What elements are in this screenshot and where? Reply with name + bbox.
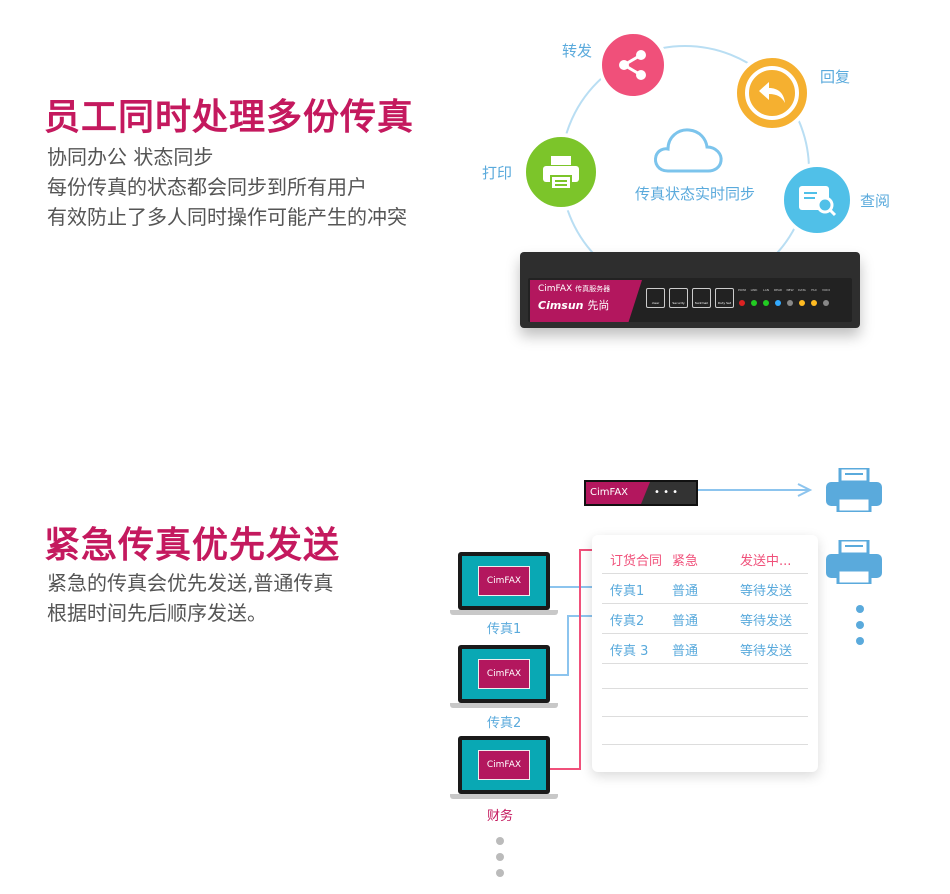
queue-row[interactable]: 传真2 普通 等待发送 [602, 604, 808, 634]
device-brand-panel: CimFAX 传真服务器 Cimsun 先尚 [530, 280, 642, 322]
more-dot [856, 605, 864, 613]
more-dot [856, 637, 864, 645]
laptop-label: 传真2 [487, 716, 522, 731]
queue-row[interactable]: 传真1 普通 等待发送 [602, 574, 808, 604]
more-dot [496, 837, 504, 845]
queue-name: 传真 3 [610, 644, 649, 659]
view-icon [780, 163, 854, 237]
fax-machine-icon [826, 468, 882, 512]
laptop-screen-logo: CimFAX [477, 659, 531, 689]
fax-server-device: CimFAX 传真服务器 Cimsun 先尚 clear Security fa… [520, 252, 860, 328]
cloud-icon [654, 128, 723, 173]
share-icon [598, 30, 668, 100]
section1-description: 协同办公 状态同步 每份传真的状态都会同步到所有用户 有效防止了多人同时操作可能… [47, 142, 407, 232]
device-button: Security [669, 288, 688, 308]
card-pointer [617, 520, 633, 536]
led-data [799, 300, 805, 306]
fax-device-dots: • • • [654, 487, 679, 498]
laptop-fax1: CimFAX [450, 552, 558, 616]
device-button: fax2mail [692, 288, 711, 308]
led-power [739, 300, 745, 306]
device-brand-sub: 传真服务器 [575, 285, 611, 293]
led-label: POWER [738, 288, 746, 292]
queue-status: 发送中... [740, 554, 792, 569]
fax-device-brand: CimFAX [586, 482, 650, 504]
queue-priority: 普通 [672, 614, 699, 629]
led-voice [823, 300, 829, 306]
queue-status: 等待发送 [740, 584, 793, 599]
device-leds: POWER LINK LAN READY NEW DATA FAX VOICE [738, 288, 830, 308]
led-label: FAX [811, 288, 817, 292]
device-brand: CimFAX [538, 284, 573, 294]
queue-name: 订货合同 [610, 554, 663, 569]
laptop-label: 财务 [487, 809, 514, 824]
led-lan [763, 300, 769, 306]
led-label: DATA [798, 288, 806, 292]
device-button: clear [646, 288, 665, 308]
reply-label: 回复 [820, 68, 851, 86]
print-label: 打印 [482, 164, 513, 182]
empty-row [602, 659, 808, 689]
desc-line: 有效防止了多人同时操作可能产生的冲突 [47, 205, 407, 229]
cloud-label: 传真状态实时同步 [635, 185, 756, 203]
led-label: NEW [786, 288, 794, 292]
led-link [751, 300, 757, 306]
laptop-screen-logo: CimFAX [477, 566, 531, 596]
led-label: LINK [750, 288, 758, 292]
queue-priority: 普通 [672, 584, 699, 599]
queue-status: 等待发送 [740, 614, 793, 629]
section1-title: 员工同时处理多份传真 [44, 97, 415, 138]
more-dot [496, 869, 504, 877]
arrow-icon [698, 483, 813, 497]
desc-line: 协同办公 状态同步 [47, 145, 214, 169]
desc-line: 根据时间先后顺序发送。 [47, 601, 267, 625]
reply-icon [733, 54, 811, 132]
led-label: LAN [762, 288, 770, 292]
empty-row [602, 687, 808, 717]
led-new [787, 300, 793, 306]
connector-lines [550, 549, 592, 770]
more-dot [856, 621, 864, 629]
device-button: Duty Set [715, 288, 734, 308]
fax-machine-icon [826, 540, 882, 584]
laptop-fax2: CimFAX [450, 645, 558, 709]
queue-row[interactable]: 传真 3 普通 等待发送 [602, 634, 808, 664]
section2-description: 紧急的传真会优先发送,普通传真 根据时间先后顺序发送。 [47, 568, 333, 628]
led-label: VOICE [822, 288, 830, 292]
device-buttons: clear Security fax2mail Duty Set [646, 288, 734, 308]
led-ready [775, 300, 781, 306]
fax-device-bar: CimFAX • • • [584, 480, 698, 506]
empty-row [602, 715, 808, 745]
section2-title: 紧急传真优先发送 [44, 525, 341, 566]
device-logo-cn: 先尚 [587, 299, 610, 312]
device-logo: Cimsun [538, 299, 584, 312]
queue-name: 传真1 [610, 584, 645, 599]
led-label: READY [774, 288, 782, 292]
printer-icon [522, 133, 600, 211]
laptop-screen-logo: CimFAX [477, 750, 531, 780]
queue-priority: 普通 [672, 644, 699, 659]
queue-status: 等待发送 [740, 644, 793, 659]
laptop-finance: CimFAX [450, 736, 558, 800]
queue-name: 传真2 [610, 614, 645, 629]
led-fax [811, 300, 817, 306]
more-dot [496, 853, 504, 861]
laptop-label: 传真1 [487, 622, 522, 637]
view-label: 查阅 [860, 192, 891, 210]
queue-row[interactable]: 订货合同紧急 发送中... [602, 544, 808, 574]
forward-label: 转发 [562, 42, 593, 60]
desc-line: 每份传真的状态都会同步到所有用户 [47, 175, 367, 199]
queue-priority: 紧急 [672, 554, 699, 569]
desc-line: 紧急的传真会优先发送,普通传真 [47, 571, 334, 595]
